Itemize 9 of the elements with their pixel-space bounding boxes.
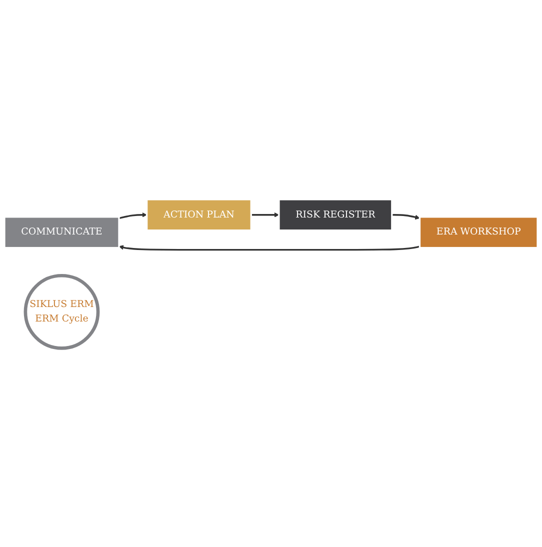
node-box: ACTION PLAN (146, 198, 252, 231)
arrow (118, 212, 148, 219)
node-box: COMMUNICATE (4, 216, 120, 248)
arrow (251, 212, 280, 218)
arrow (392, 214, 420, 220)
node-box: ERA WORKSHOP (418, 216, 538, 248)
arrow (118, 244, 420, 250)
node-circle: SIKLUS ERM ERM Cycle (24, 274, 100, 350)
node-box: RISK REGISTER (278, 198, 393, 231)
